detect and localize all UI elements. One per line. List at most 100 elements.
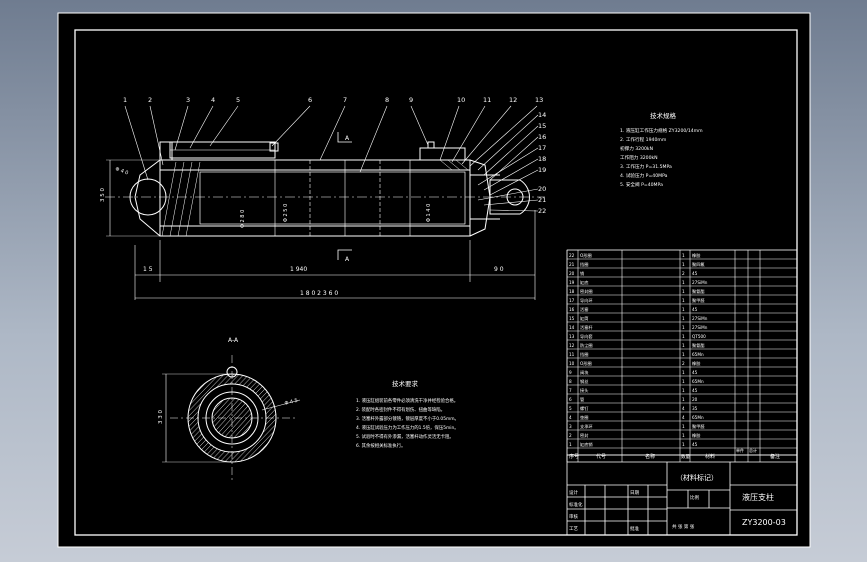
leader-11	[451, 105, 486, 163]
bom-qty: 1	[682, 388, 685, 393]
balloon-16: 16	[538, 133, 546, 141]
dim-left-end: 1 5	[143, 266, 153, 273]
leader-17	[477, 147, 539, 186]
bom-hdr-no: 序号	[569, 453, 579, 460]
bom-hdr-name: 名称	[645, 453, 655, 460]
balloon-18: 18	[538, 155, 546, 163]
bom-qty: 4	[682, 406, 685, 411]
leader-8	[359, 105, 388, 173]
balloon-2: 2	[148, 96, 152, 104]
balloon-19: 19	[538, 166, 546, 174]
bom-qty: 2	[682, 271, 685, 276]
bom-code: 接头	[580, 387, 588, 394]
leader-5	[209, 105, 239, 147]
bom-code: 导向环	[580, 297, 593, 304]
balloon-15: 15	[538, 122, 546, 130]
leader-18	[483, 158, 539, 191]
bom-no: 8	[569, 379, 572, 384]
dim-d3: Φ 1 4 0	[426, 204, 432, 222]
leader-20	[477, 188, 539, 201]
bom-qty: 4	[682, 415, 685, 420]
leader-10	[439, 105, 460, 161]
bom-qty: 1	[682, 433, 685, 438]
bom-no: 12	[569, 343, 575, 348]
bom-material: 65Mn	[692, 379, 704, 384]
bom-hdr-note: 备注	[770, 453, 780, 460]
note-row: 5. 试验时不得有外渗漏，活塞杆动作灵活无卡阻。	[356, 433, 454, 440]
leader-2	[149, 105, 164, 166]
bom-code: 挡圈	[580, 261, 588, 268]
bom-qty: 1	[682, 442, 685, 447]
bom-table	[566, 249, 798, 462]
bom-material: 橡胶	[692, 360, 700, 367]
bom-no: 1	[569, 442, 572, 447]
leader-7	[319, 105, 346, 161]
balloon-8: 8	[385, 96, 389, 104]
outer-frame	[57, 12, 811, 548]
bom-material: 20	[692, 397, 698, 402]
specs-title: 技术规格	[650, 111, 677, 120]
leader-15	[483, 125, 539, 176]
bom-qty: 1	[682, 370, 685, 375]
leader-9	[410, 105, 429, 146]
dim-section-width: 3 3 0	[158, 410, 164, 424]
spec-row: 初撑力 3200kN	[620, 145, 653, 152]
balloon-4: 4	[211, 96, 215, 104]
bom-qty: 2	[682, 361, 685, 366]
bom-qty: 1	[682, 397, 685, 402]
leader-13	[469, 105, 538, 167]
bom-material: 橡胶	[692, 432, 700, 439]
bom-no: 9	[569, 370, 572, 375]
spec-row: 5. 安全阀 P=40MPa	[620, 181, 663, 188]
bom-material: 聚甲醛	[692, 423, 705, 430]
balloon-17: 17	[538, 144, 546, 152]
bom-no: 5	[569, 406, 572, 411]
balloon-22: 22	[538, 207, 546, 215]
balloon-1: 1	[123, 96, 127, 104]
dim-hole: Φ 4 0	[114, 166, 129, 176]
leader-12	[461, 105, 512, 165]
dim-bore: Φ 4 5	[284, 398, 299, 407]
bom-qty: 1	[682, 316, 685, 321]
bom-material: 聚氨酯	[692, 288, 705, 295]
section-mark-top: A	[345, 135, 350, 142]
bom-qty: 1	[682, 262, 685, 267]
bom-material: 27SiMn	[692, 325, 708, 330]
leader-22	[489, 209, 539, 212]
bom-material: 65Mn	[692, 415, 704, 420]
bom-no: 18	[569, 289, 575, 294]
title-block	[566, 454, 798, 536]
spec-row: 3. 工作压力 P=31.5MPa	[620, 163, 672, 170]
design-label: 设计	[569, 489, 578, 496]
bom-code: 阀块	[580, 369, 589, 376]
bom-no: 7	[569, 388, 572, 393]
bom-code: 销	[580, 270, 584, 277]
dim-d1: Φ 2 8 0	[240, 210, 246, 228]
bom-material: 聚四氟	[692, 261, 705, 268]
bom-code: 缸底	[580, 279, 588, 286]
balloon-20: 20	[538, 185, 546, 193]
bom-material: 45	[692, 442, 698, 447]
bom-no: 14	[569, 325, 575, 330]
part-name: 液压支柱	[742, 492, 774, 502]
bom-code: O形圈	[580, 252, 592, 259]
leader-1	[124, 105, 149, 181]
bom-hdr-total: 总计	[749, 447, 757, 453]
process-label: 工艺	[569, 526, 578, 532]
bom-no: 21	[569, 262, 575, 267]
balloon-13: 13	[535, 96, 543, 104]
bom-code: 密封	[580, 432, 588, 439]
bom-hdr-code: 代号	[596, 453, 606, 460]
bom-qty: 1	[682, 280, 685, 285]
section-mark-bottom: A	[345, 256, 350, 263]
approve-label: 批准	[630, 525, 639, 532]
bom-qty: 1	[682, 352, 685, 357]
dim-total: 1 8 0 2 3 6 0	[300, 290, 338, 297]
bom-code: 密封圈	[580, 288, 593, 295]
bom-code: 垫圈	[580, 414, 588, 421]
std-label: 标准化	[569, 501, 583, 508]
